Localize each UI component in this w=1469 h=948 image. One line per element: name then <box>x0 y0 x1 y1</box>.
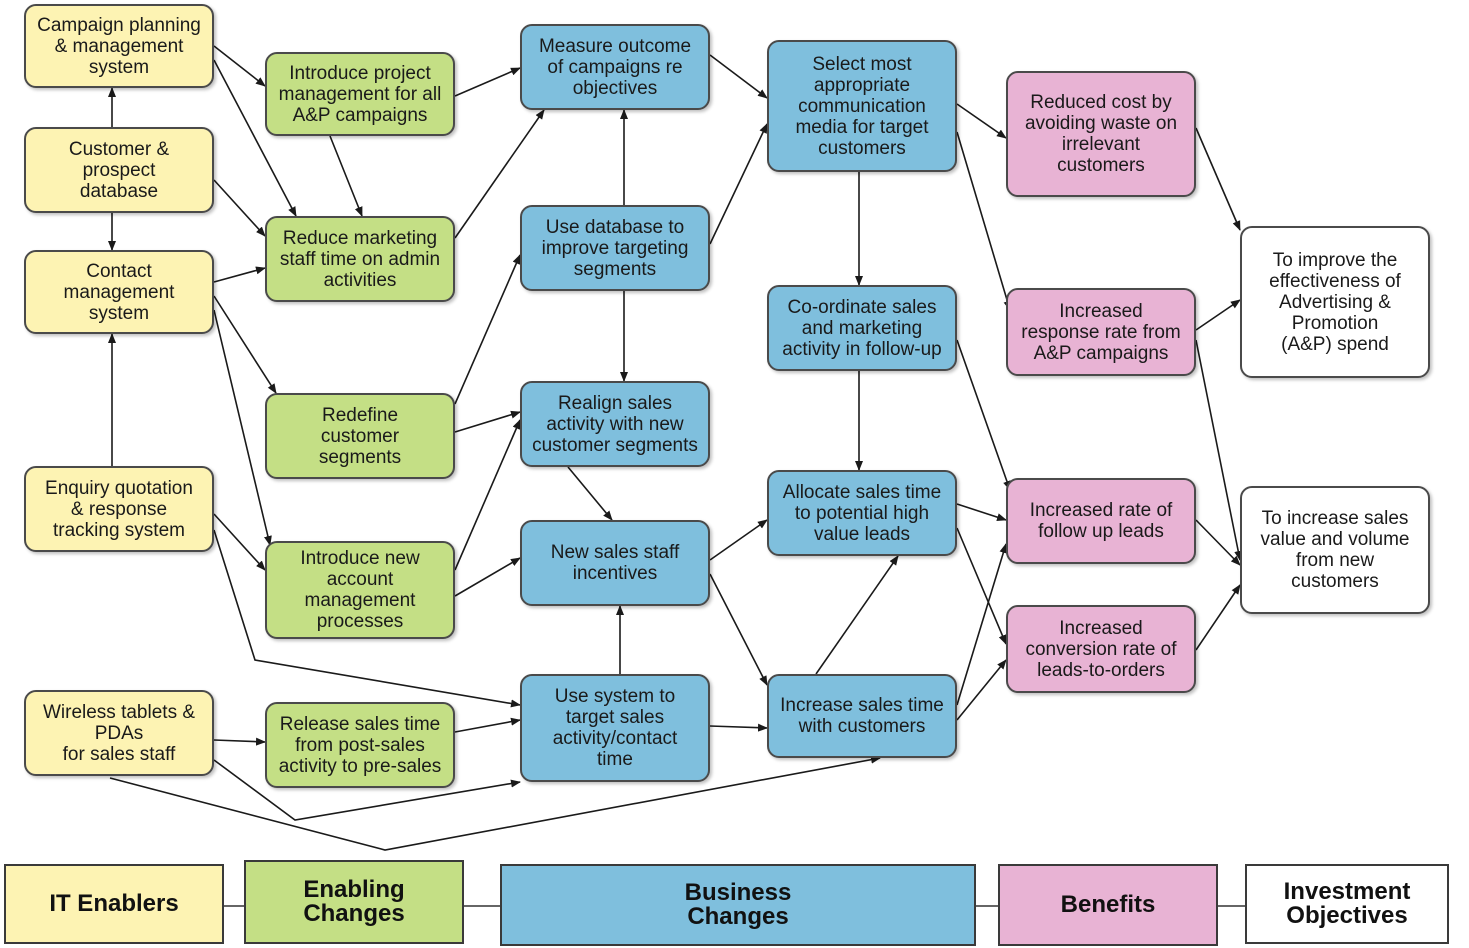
connector-arrow <box>709 723 768 732</box>
business-change-sales-incentives: New sales staff incentives <box>520 520 710 606</box>
business-change-realign-sales: Realign sales activity with new customer… <box>520 381 710 467</box>
connector-arrow <box>213 45 266 87</box>
objective-increase-sales: To increase sales value and volume from … <box>1240 486 1430 614</box>
it-enabler-contact-management: Contact management system <box>24 250 214 334</box>
business-change-improve-targeting: Use database to improve targeting segmen… <box>520 205 710 291</box>
business-change-coordinate-follow-up: Co-ordinate sales and marketing activity… <box>767 285 957 371</box>
business-change-select-media: Select most appropriate communication me… <box>767 40 957 172</box>
connector-arrow <box>213 179 266 237</box>
benefit-reduced-cost: Reduced cost by avoiding waste on irrele… <box>1006 71 1196 197</box>
connector-arrow <box>956 131 1012 311</box>
connector-arrow <box>213 513 266 571</box>
connector-arrow <box>709 123 768 245</box>
legend-investment-objectives: Investment Objectives <box>1245 864 1449 944</box>
connector-arrow <box>1195 299 1241 331</box>
connector-arrow <box>329 135 363 217</box>
benefit-conversion-rate: Increased conversion rate of leads-to-or… <box>1006 605 1196 693</box>
connector-arrow <box>709 573 768 686</box>
it-enabler-wireless-tablets: Wireless tablets & PDAs for sales staff <box>24 690 214 776</box>
connector-arrow <box>1195 127 1241 231</box>
connector-arrow <box>454 717 521 733</box>
connector-arrow <box>454 254 521 405</box>
connector-arrow <box>454 109 545 239</box>
connector-arrow <box>213 266 266 283</box>
legend-business-changes: Business Changes <box>500 864 976 946</box>
business-change-measure-outcome: Measure outcome of campaigns re objectiv… <box>520 24 710 110</box>
enabling-change-project-management: Introduce project management for all A&P… <box>265 52 455 136</box>
objective-improve-ap-effectiveness: To improve the effectiveness of Advertis… <box>1240 226 1430 378</box>
connector-arrow <box>1195 339 1243 561</box>
enabling-change-account-management: Introduce new account management process… <box>265 541 455 639</box>
connector-arrow <box>454 410 521 433</box>
connector-arrow <box>109 755 881 851</box>
legend-benefits: Benefits <box>998 864 1218 946</box>
legend-enabling-changes: Enabling Changes <box>244 860 464 944</box>
legend-connector <box>1217 905 1247 907</box>
legend-connector <box>462 905 502 907</box>
connector-arrow <box>956 339 1011 491</box>
connector-arrow <box>956 527 1007 645</box>
connector-arrow <box>213 295 277 394</box>
connector-arrow <box>709 519 768 561</box>
enabling-change-reduce-admin: Reduce marketing staff time on admin act… <box>265 216 455 302</box>
business-change-target-sales-activity: Use system to target sales activity/cont… <box>520 674 710 782</box>
connector-arrow <box>213 529 521 708</box>
connector-arrows <box>108 45 1243 851</box>
legend-it-enablers: IT Enablers <box>4 864 224 944</box>
connector-arrow <box>709 54 768 99</box>
benefit-response-rate: Increased response rate from A&P campaig… <box>1006 288 1196 376</box>
connector-arrow <box>454 557 521 597</box>
connector-arrow <box>454 67 521 97</box>
benefit-follow-up-leads: Increased rate of follow up leads <box>1006 478 1196 564</box>
it-enabler-enquiry-tracking: Enquiry quotation & response tracking sy… <box>24 466 214 552</box>
connector-arrow <box>213 759 521 821</box>
business-change-allocate-sales-time: Allocate sales time to potential high va… <box>767 470 957 556</box>
business-change-increase-sales-time: Increase sales time with customers <box>767 674 957 758</box>
enabling-change-release-sales-time: Release sales time from post-sales activ… <box>265 702 455 788</box>
connector-arrow <box>956 659 1007 721</box>
connector-arrow <box>956 543 1008 706</box>
enabling-change-redefine-segments: Redefine customer segments <box>265 393 455 479</box>
connector-arrow <box>1195 519 1241 566</box>
connector-arrow <box>213 737 266 746</box>
connector-arrow <box>454 419 521 571</box>
connector-arrow <box>213 59 297 217</box>
connector-arrow <box>567 466 613 521</box>
connector-arrow <box>956 103 1007 139</box>
it-enabler-campaign-planning: Campaign planning & management system <box>24 4 214 88</box>
connector-arrow <box>956 503 1007 522</box>
connector-arrow <box>213 309 272 546</box>
connector-arrow <box>815 555 899 675</box>
connector-arrow <box>1195 584 1241 651</box>
legend-connector <box>974 905 1000 907</box>
legend-connector <box>222 905 246 907</box>
it-enabler-customer-database: Customer & prospect database <box>24 127 214 213</box>
